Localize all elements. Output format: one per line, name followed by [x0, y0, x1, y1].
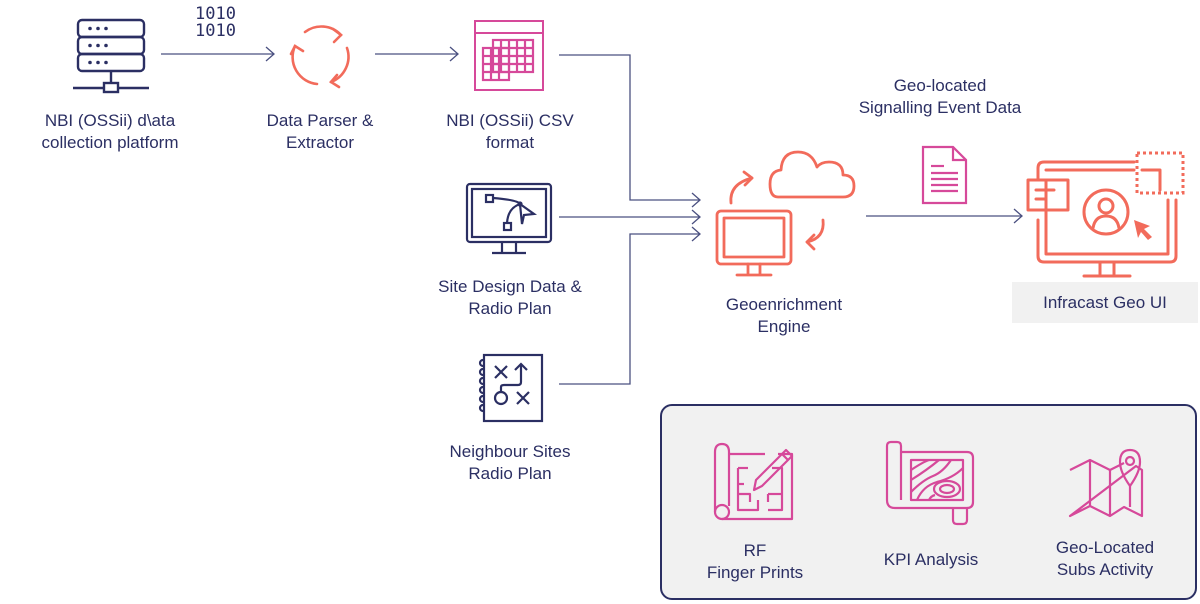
- label-line: Signalling Event Data: [858, 98, 1022, 117]
- label-line: NBI (OSSii) d\ata: [44, 111, 176, 130]
- cycle-arrows-icon: [289, 25, 350, 89]
- label-line: Extractor: [285, 133, 355, 152]
- kpi-analysis-label: KPI Analysis: [861, 549, 1001, 571]
- dashboard-monitor-icon: [1026, 151, 1185, 278]
- label-line: Radio Plan: [468, 299, 552, 318]
- strategy-notebook-icon: [478, 353, 544, 423]
- label-line: Subs Activity: [1056, 560, 1154, 579]
- nbi-platform-label: NBI (OSSii) d\ata collection platform: [20, 110, 200, 154]
- label-line: Neighbour Sites: [449, 442, 571, 461]
- document-icon: [921, 145, 968, 205]
- infracast-geo-ui-box[interactable]: Infracast Geo UI: [1012, 282, 1198, 323]
- geo-located-subs-label: Geo-Located Subs Activity: [1035, 537, 1175, 581]
- arrow-neighbour-to-engine: [559, 226, 701, 385]
- arrow-engine-to-ui: [866, 208, 1023, 224]
- csv-format-label: NBI (OSSii) CSV format: [430, 110, 590, 154]
- label-line: Site Design Data &: [438, 277, 582, 296]
- arrow-csv-to-engine: [559, 54, 701, 208]
- binary-data-icon: 1010 1010: [195, 6, 236, 40]
- label-line: collection platform: [41, 133, 179, 152]
- topographic-map-icon: [885, 440, 975, 526]
- arrow-parser-to-csv: [375, 46, 459, 62]
- label-line: Radio Plan: [468, 464, 552, 483]
- label-line: RF: [743, 541, 767, 560]
- infracast-geo-ui-label: Infracast Geo UI: [1043, 292, 1167, 312]
- blueprint-pencil-icon: [713, 442, 794, 521]
- label-line: Engine: [757, 317, 811, 336]
- label-line: format: [485, 133, 535, 152]
- neighbour-sites-label: Neighbour Sites Radio Plan: [425, 441, 595, 485]
- label-line: Geo-located: [893, 76, 987, 95]
- label-line: KPI Analysis: [883, 550, 979, 569]
- cloud-sync-monitor-icon: [715, 150, 856, 277]
- site-design-label: Site Design Data & Radio Plan: [420, 276, 600, 320]
- label-line: Geoenrichment: [725, 295, 843, 314]
- label-line: NBI (OSSii) CSV: [446, 111, 574, 130]
- label-line: Data Parser &: [266, 111, 374, 130]
- design-monitor-icon: [465, 182, 553, 255]
- label-line: Finger Prints: [706, 563, 804, 582]
- geoenrichment-label: Geoenrichment Engine: [704, 294, 864, 338]
- binary-line-1: 1010: [195, 4, 236, 24]
- arrow-site-design-to-engine: [559, 209, 701, 225]
- spreadsheet-icon: [474, 20, 544, 91]
- rf-finger-prints-label: RF Finger Prints: [690, 540, 820, 584]
- signalling-data-label: Geo-located Signalling Event Data: [840, 75, 1040, 119]
- arrow-platform-to-parser: [161, 46, 275, 62]
- label-line: Geo-Located: [1055, 538, 1155, 557]
- folded-map-pin-icon: [1068, 448, 1144, 518]
- server-icon: [73, 18, 149, 94]
- data-parser-label: Data Parser & Extractor: [245, 110, 395, 154]
- binary-line-2: 1010: [195, 21, 236, 41]
